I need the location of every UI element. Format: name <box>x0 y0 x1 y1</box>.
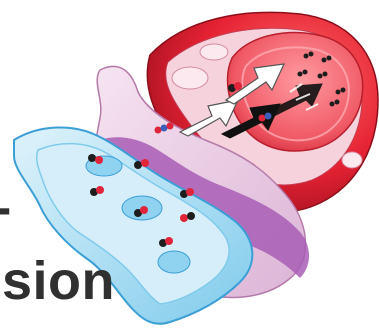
plasma-blob <box>200 44 228 60</box>
plasma-blob <box>342 152 362 168</box>
plasma-blob <box>172 67 208 89</box>
caption-line-2: sion <box>2 254 115 308</box>
caption-line-1: - <box>0 182 11 234</box>
alveolar-cell <box>158 251 190 273</box>
